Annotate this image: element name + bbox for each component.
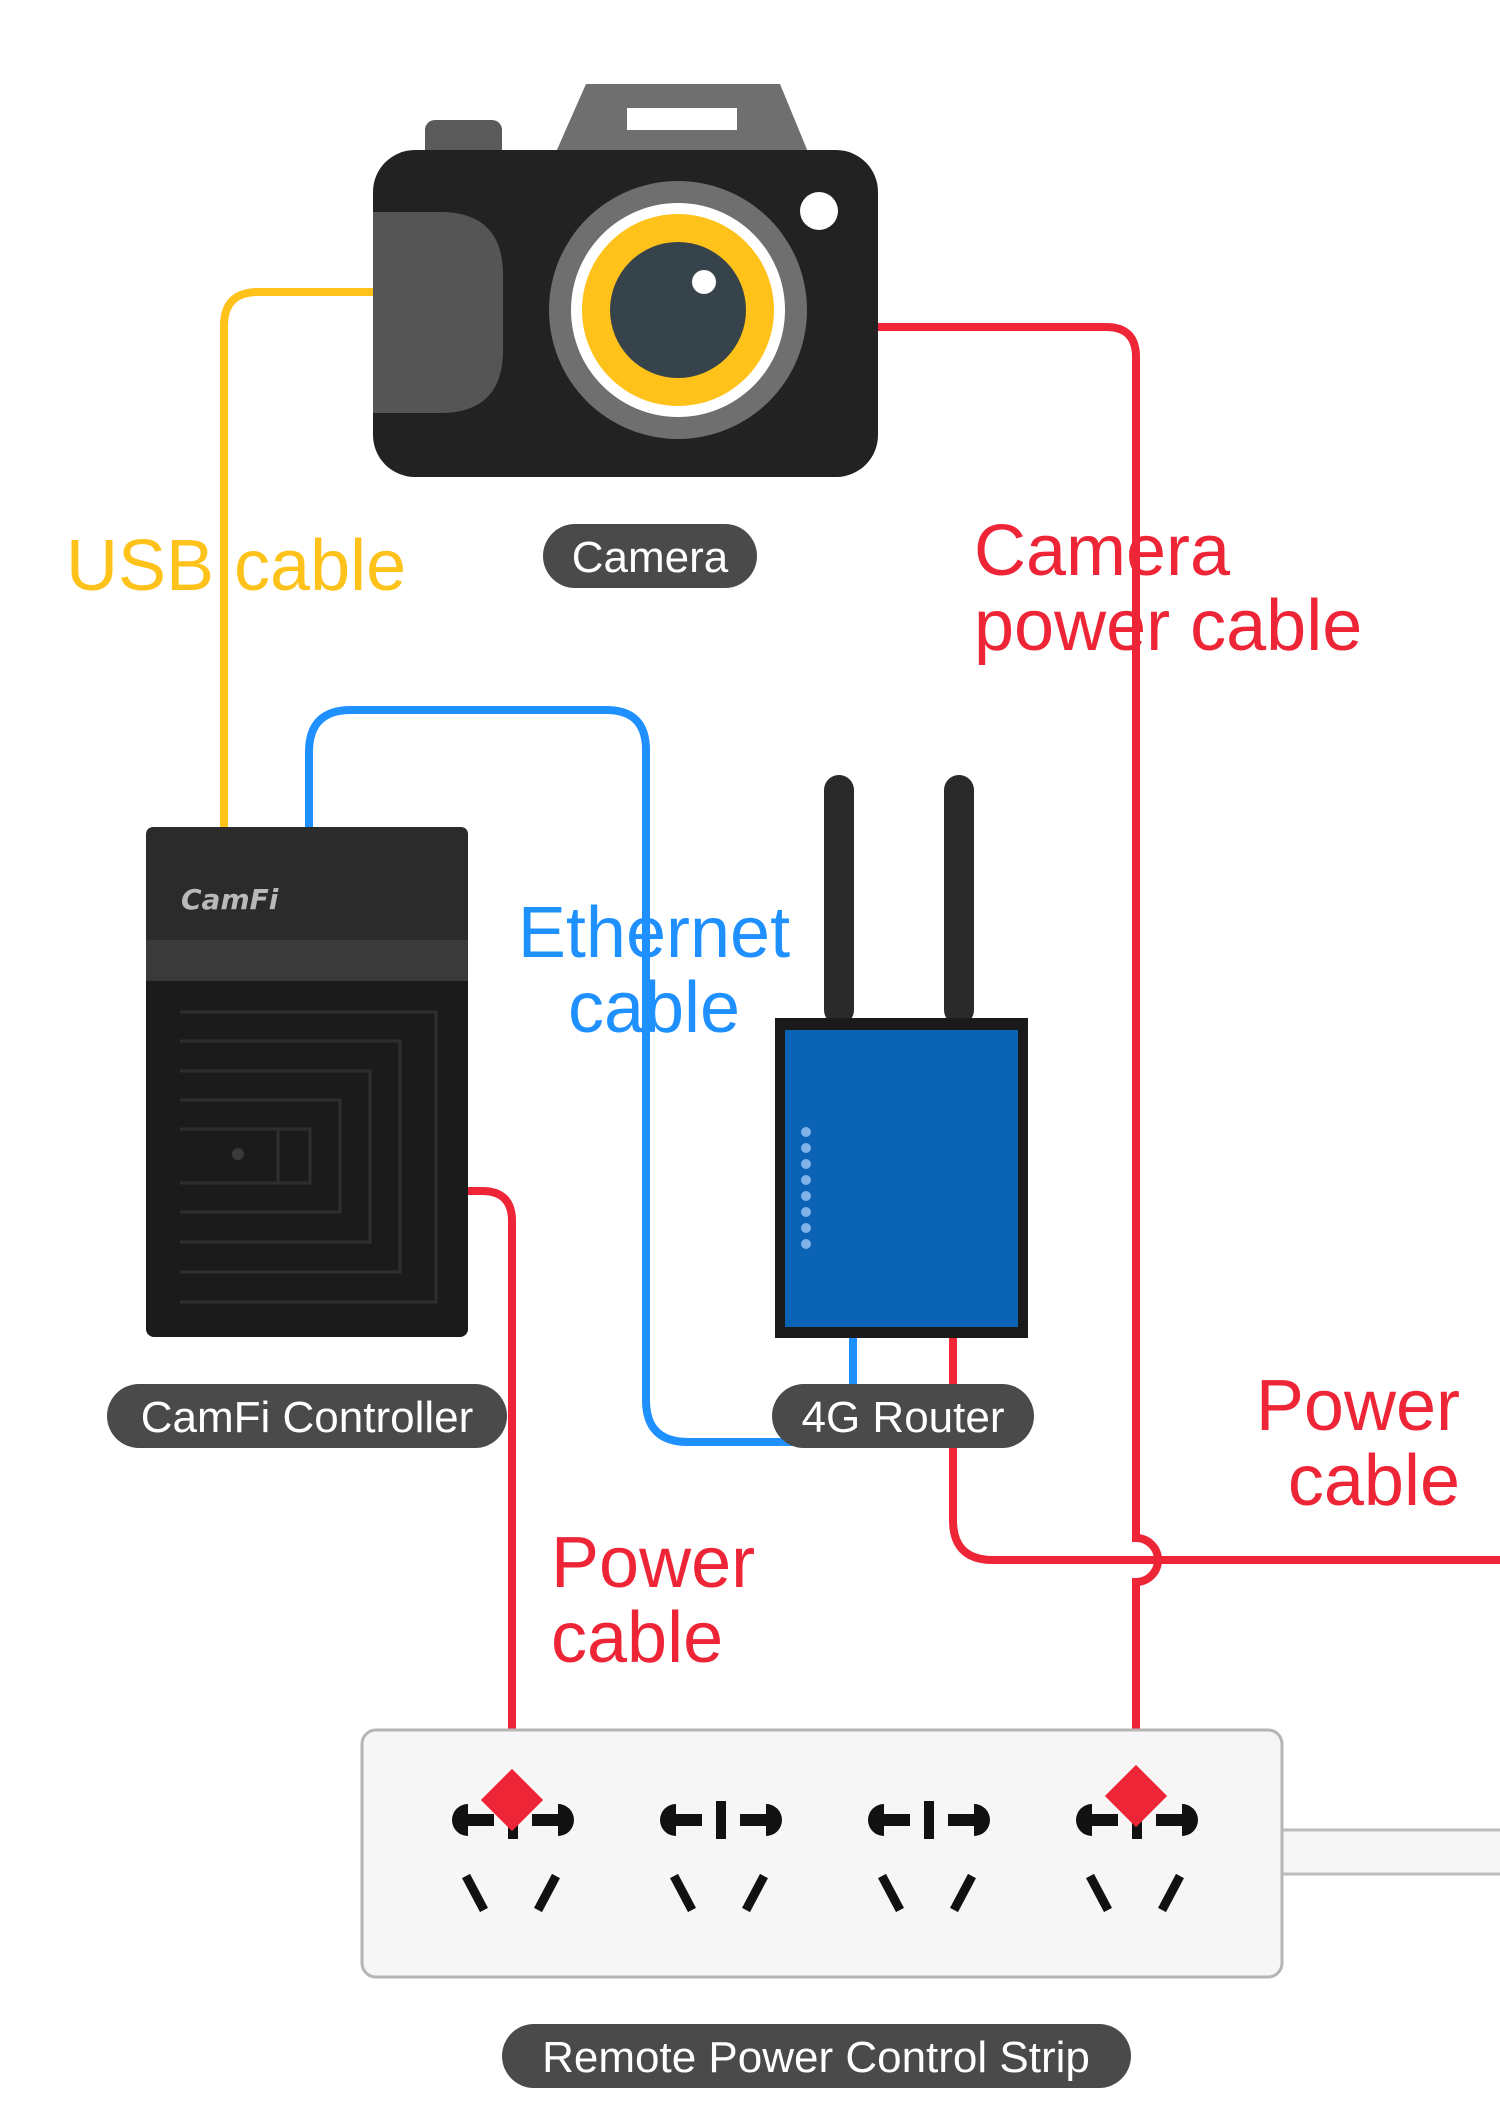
camera-power-cable	[877, 323, 1162, 1778]
router-label-text: 4G Router	[802, 1393, 1005, 1442]
camera-power-cable-label-line2: power cable	[974, 586, 1362, 666]
router-antenna-left	[824, 775, 854, 1025]
controller-indicator-dot	[232, 1148, 244, 1160]
router-power-cable-label-line2: cable	[1288, 1441, 1460, 1521]
router-power-cable-label-line1: Power	[1256, 1366, 1460, 1446]
controller-brand-logo: CamFi	[181, 883, 279, 916]
power-strip	[360, 1728, 1284, 1979]
camera-grip	[373, 212, 503, 413]
camera-lens-highlight	[692, 270, 716, 294]
router-power-cable	[949, 1338, 1500, 1564]
controller-power-cable	[466, 1187, 516, 1778]
controller-label: CamFi Controller	[107, 1384, 507, 1448]
usb-cable-label: USB cable	[66, 526, 406, 606]
usb-cable	[220, 288, 380, 828]
camfi-controller: CamFi	[146, 827, 468, 1337]
controller-top	[146, 827, 468, 940]
ethernet-cable-label-line2: cable	[568, 968, 740, 1048]
camera-power-cable-label-line1: Camera	[974, 511, 1231, 591]
camera-flash	[800, 192, 838, 230]
camera-viewfinder-window	[627, 108, 737, 130]
camera-lens-glass	[610, 242, 746, 378]
outlet-3	[868, 1801, 990, 1913]
power-strip-label: Remote Power Control Strip	[502, 2024, 1131, 2088]
4g-router	[775, 775, 1028, 1338]
controller-band	[146, 940, 468, 981]
controller-power-cable-label-line1: Power	[551, 1523, 755, 1603]
strip-power-cord	[1278, 1828, 1500, 1876]
power-strip-label-text: Remote Power Control Strip	[542, 2033, 1090, 2082]
router-status-leds	[801, 1127, 811, 1249]
controller-label-text: CamFi Controller	[141, 1393, 474, 1442]
router-antenna-right	[944, 775, 974, 1025]
camera-label-text: Camera	[572, 533, 729, 582]
controller-power-cable-label-line2: cable	[551, 1598, 723, 1678]
outlet-2	[660, 1801, 782, 1913]
camera-label: Camera	[543, 524, 757, 588]
router-label: 4G Router	[772, 1384, 1034, 1448]
ethernet-cable-label-line1: Ethernet	[518, 893, 790, 973]
power-strip-body	[360, 1728, 1284, 1979]
controller-pattern-lines	[180, 1010, 438, 1304]
router-body	[785, 1030, 1018, 1327]
camera	[373, 84, 878, 477]
